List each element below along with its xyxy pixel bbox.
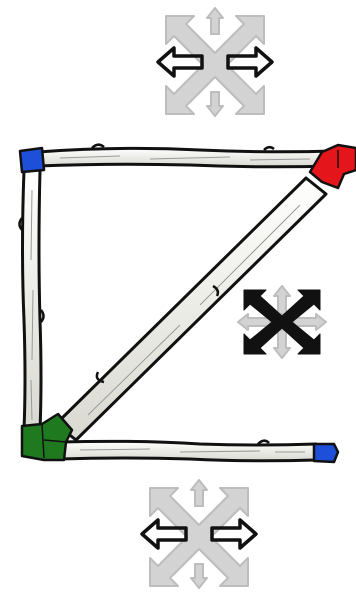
connector-blue-bottom-right[interactable] <box>314 444 338 462</box>
stick-top[interactable] <box>38 145 334 167</box>
move-horizontal-icon <box>136 478 262 590</box>
move-control-bottom[interactable] <box>136 478 262 590</box>
move-control-top[interactable] <box>152 8 278 116</box>
move-diagonal-icon <box>236 284 328 360</box>
move-control-right[interactable] <box>236 284 328 360</box>
move-horizontal-icon <box>152 8 278 116</box>
stick-bottom[interactable] <box>60 441 316 461</box>
connector-blue-top-left[interactable] <box>20 148 44 172</box>
stick-left[interactable] <box>20 170 44 430</box>
